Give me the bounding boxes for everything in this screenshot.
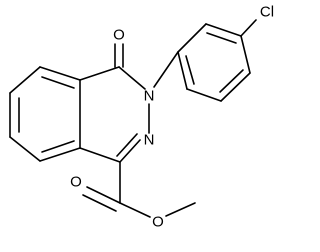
atom-carbonyl-oxygen: O <box>70 174 82 191</box>
bond-benzo-2 <box>9 66 41 94</box>
bond-ring-c4-n3 <box>118 66 146 90</box>
bond-benzo-1-inner <box>41 76 75 89</box>
bond-phenyl-1-inner <box>206 32 237 44</box>
atom-ring-nitrogen-upper: N <box>144 88 155 105</box>
chemical-structure-diagram: Cl O N N O O <box>9 4 274 231</box>
atom-ester-oxygen: O <box>152 214 164 231</box>
bond-cl-ring <box>240 19 257 37</box>
atom-chlorine: Cl <box>260 4 274 21</box>
bond-phenyl-3 <box>177 51 188 90</box>
bond-ring-n2-c1 <box>119 139 141 163</box>
atom-ketone-oxygen: O <box>113 27 125 44</box>
bond-ester-oxygen <box>119 202 151 218</box>
bond-phenyl-2 <box>177 23 207 53</box>
bonds <box>9 19 257 218</box>
bond-phenyl-5 <box>220 72 251 102</box>
atom-labels: Cl O N N O O <box>70 4 274 231</box>
bond-phenyl-nitrogen <box>153 51 179 88</box>
bond-ester-carbonyl-1 <box>86 186 121 204</box>
atom-ring-nitrogen-lower: N <box>144 132 155 149</box>
bond-benzo-5-inner <box>41 140 75 153</box>
bond-phenyl-6 <box>240 35 251 74</box>
bond-ester-carbonyl-2 <box>82 194 117 212</box>
bond-phenyl-1 <box>205 23 242 37</box>
bond-ring-n2-c1-inner <box>116 133 138 157</box>
bond-phenyl-4 <box>186 88 222 102</box>
bond-benzo-5 <box>39 147 81 162</box>
bond-ring-c1-c8a <box>79 147 121 163</box>
bond-benzo-1 <box>39 66 81 81</box>
bond-ester-methyl <box>165 202 196 217</box>
bond-phenyl-3-inner <box>185 55 195 85</box>
bond-phenyl-5-inner <box>219 69 244 93</box>
bond-benzo-4 <box>9 136 41 162</box>
bond-ring-c4-c4a <box>79 66 120 81</box>
